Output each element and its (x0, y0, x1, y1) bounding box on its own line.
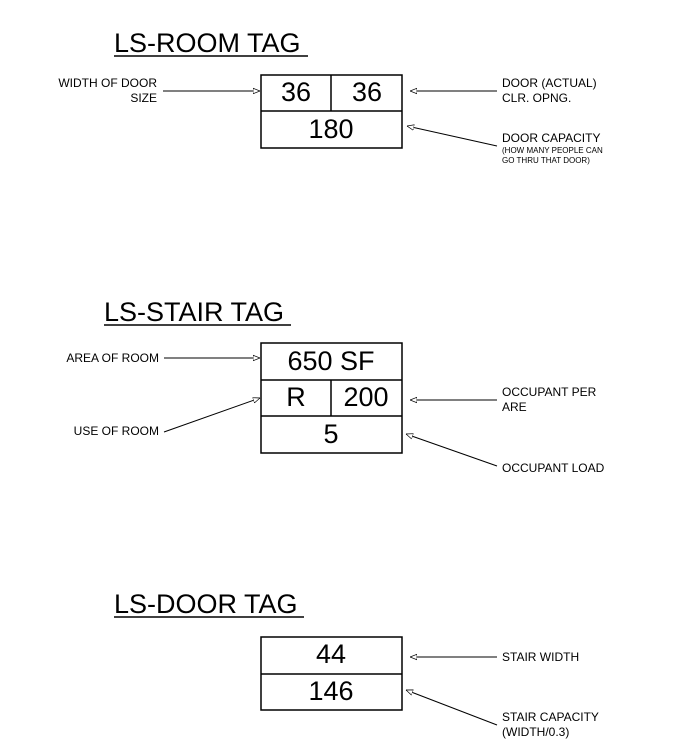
door-width-label-line1: WIDTH OF DOOR (58, 76, 157, 90)
stair-capacity-label-line1: STAIR CAPACITY (502, 710, 599, 724)
door-actual-value: 36 (352, 77, 382, 107)
door-tag-section: LS-DOOR TAG 44 146 STAIR WIDTH STAIR CAP… (114, 589, 599, 739)
occupant-load-leader-arrow (406, 434, 498, 467)
room-tag-box (260, 74, 403, 149)
stair-width-value: 44 (316, 639, 346, 669)
door-capacity-leader-arrow (407, 126, 498, 147)
room-use-value: R (286, 382, 306, 412)
stair-width-label: STAIR WIDTH (502, 650, 579, 664)
door-capacity-label-line1: DOOR CAPACITY (502, 131, 600, 145)
stair-capacity-label-line2: (WIDTH/0.3) (502, 725, 569, 739)
occupant-load-label: OCCUPANT LOAD (502, 461, 605, 475)
occupant-per-label-line1: OCCUPANT PER (502, 385, 597, 399)
door-tag-box (260, 636, 403, 711)
room-tag-section: LS-ROOM TAG 36 36 180 WIDTH OF DOOR SIZE… (58, 28, 603, 165)
stair-tag-title: LS-STAIR TAG (104, 297, 284, 327)
room-tag-title: LS-ROOM TAG (114, 28, 301, 58)
door-actual-label-line1: DOOR (ACTUAL) (502, 76, 597, 90)
door-width-value: 36 (281, 77, 311, 107)
room-area-value: 650 SF (287, 346, 374, 376)
door-capacity-label-line3: GO THRU THAT DOOR) (502, 156, 590, 165)
stair-capacity-value: 146 (308, 676, 353, 706)
room-use-leader-arrow (163, 398, 260, 433)
door-tag-title: LS-DOOR TAG (114, 589, 298, 619)
occupant-load-value: 5 (323, 419, 338, 449)
stair-tag-outline (260, 342, 403, 454)
room-area-label: AREA OF ROOM (66, 351, 159, 365)
stair-capacity-leader-arrow (406, 689, 498, 726)
stair-tag-section: LS-STAIR TAG 650 SF R 200 5 AREA OF ROOM… (66, 297, 604, 475)
door-capacity-value: 180 (308, 114, 353, 144)
door-capacity-label-line2: (HOW MANY PEOPLE CAN (502, 146, 603, 155)
room-use-label: USE OF ROOM (74, 424, 159, 438)
stair-tag-box (260, 342, 403, 454)
door-width-label-line2: SIZE (130, 91, 157, 105)
door-actual-label-line2: CLR. OPNG. (502, 91, 571, 105)
occupant-per-value: 200 (343, 382, 388, 412)
occupant-per-label-line2: ARE (502, 400, 527, 414)
